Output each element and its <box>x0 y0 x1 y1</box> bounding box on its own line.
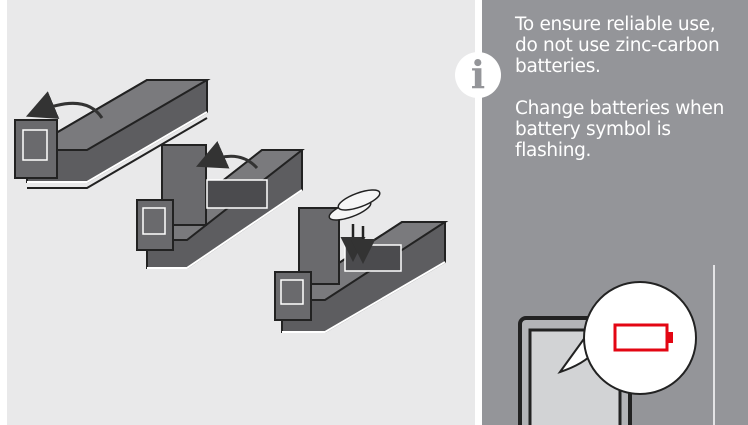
device-step-2 <box>137 145 302 268</box>
device-steps-drawing <box>7 0 475 425</box>
batteries <box>327 186 382 224</box>
display-illustration <box>482 0 748 425</box>
battery-replacement-illustration <box>7 0 475 425</box>
device-step-3 <box>275 186 445 332</box>
